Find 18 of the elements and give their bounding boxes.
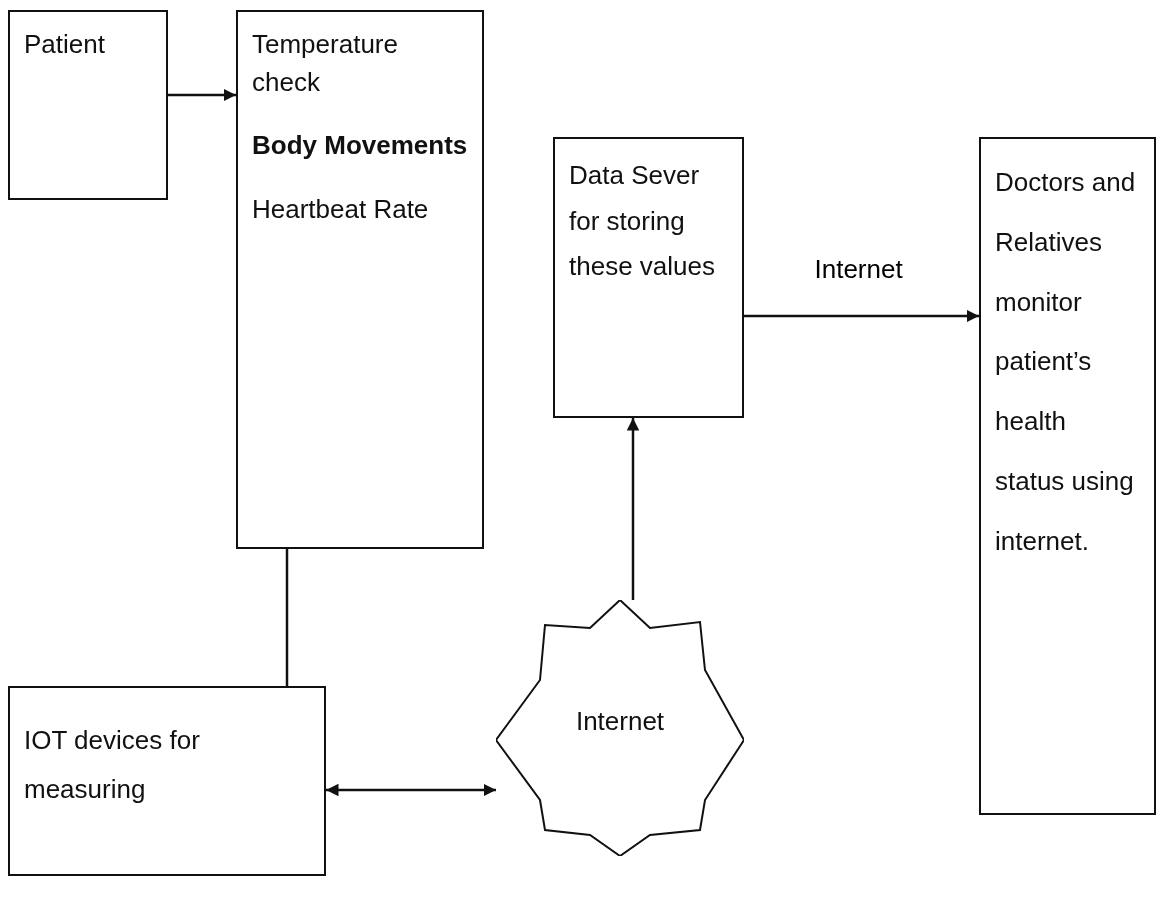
node-text: Body Movements — [252, 129, 468, 163]
arrow — [168, 88, 236, 102]
process-box — [236, 10, 484, 549]
process-box — [553, 137, 744, 418]
arrow — [744, 309, 979, 323]
connector-line — [285, 549, 289, 686]
node-text: Temperature check — [252, 28, 399, 99]
arrow — [626, 418, 640, 600]
process-box — [979, 137, 1156, 815]
node-text: Data Sever for storing these values — [569, 159, 716, 283]
node-text: Internet — [574, 705, 666, 738]
node-text: IOT devices for measuring — [24, 724, 201, 807]
node-text: Patient — [24, 28, 106, 61]
process-box — [8, 686, 326, 876]
process-box — [8, 10, 168, 200]
node-text: Doctors and Relatives monitor patient’s health status using internet. — [995, 166, 1137, 558]
node-text: Heartbeat Rate — [252, 193, 430, 227]
arrow — [326, 783, 496, 797]
